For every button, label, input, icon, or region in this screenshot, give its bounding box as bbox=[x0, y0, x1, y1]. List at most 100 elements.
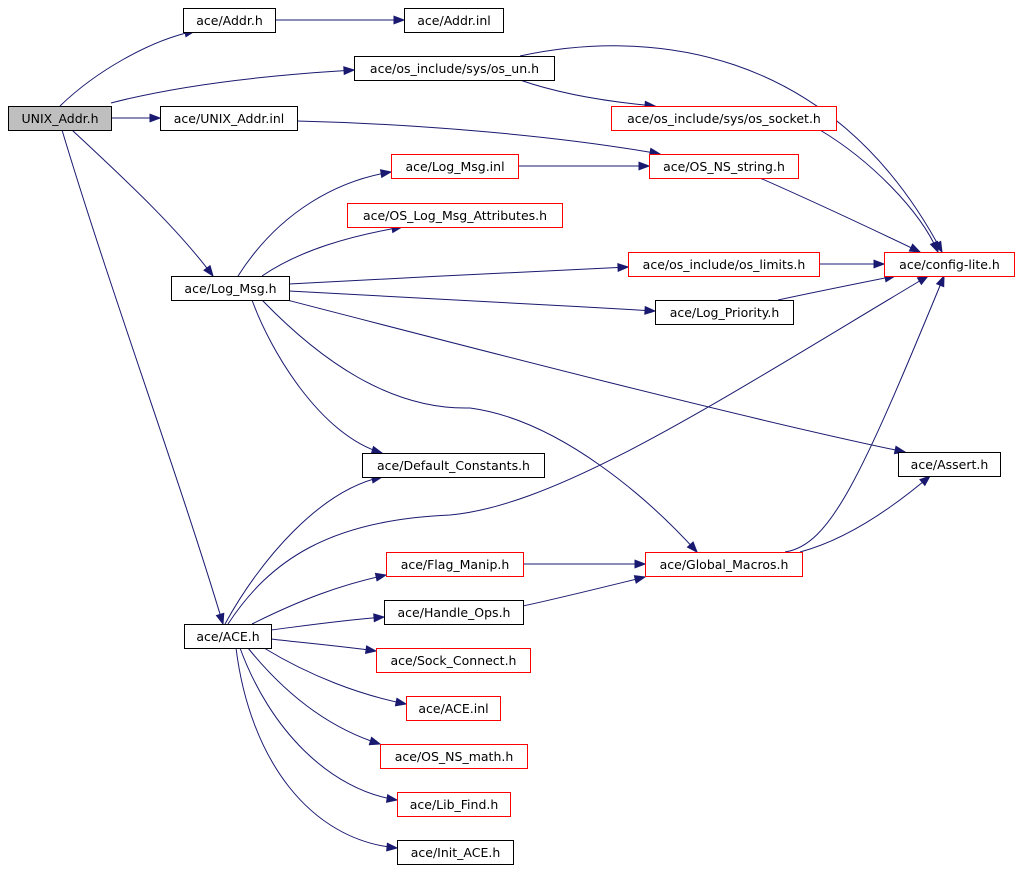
node-log-priority-h[interactable]: ace/Log_Priority.h bbox=[655, 300, 794, 325]
node-box[interactable] bbox=[354, 56, 555, 81]
node-log-msg-h[interactable]: ace/Log_Msg.h bbox=[171, 276, 290, 301]
edge-unix_addr_h-to-ace_h bbox=[61, 129, 225, 626]
arrowhead-icon bbox=[149, 113, 162, 123]
node-box[interactable] bbox=[362, 453, 545, 478]
node-log-msg-inl[interactable]: ace/Log_Msg.inl bbox=[391, 154, 519, 179]
node-ace-h[interactable]: ace/ACE.h bbox=[184, 624, 272, 649]
edge-line bbox=[239, 647, 398, 801]
edge-log_msg_h-to-os_limits_h bbox=[288, 262, 630, 285]
arrowhead-icon bbox=[916, 275, 930, 286]
edges-layer bbox=[59, 15, 945, 852]
node-config-lite-h[interactable]: ace/config-lite.h bbox=[884, 252, 1015, 277]
edge-line bbox=[251, 299, 383, 454]
edge-line bbox=[784, 275, 945, 553]
edge-ace_h-to-init_ace_h bbox=[235, 647, 399, 852]
node-label: UNIX_Addr.h bbox=[21, 111, 98, 126]
node-box[interactable] bbox=[8, 106, 112, 131]
node-unix-addr-inl[interactable]: ace/UNIX_Addr.inl bbox=[160, 106, 298, 131]
node-box[interactable] bbox=[380, 744, 528, 769]
edge-line bbox=[296, 120, 661, 155]
node-box[interactable] bbox=[649, 154, 799, 179]
arrowhead-icon bbox=[364, 645, 378, 655]
node-box[interactable] bbox=[160, 106, 298, 131]
edge-line bbox=[519, 79, 656, 107]
node-label: ace/Addr.inl bbox=[417, 13, 490, 28]
node-label: ace/Assert.h bbox=[911, 457, 989, 472]
node-box[interactable] bbox=[406, 696, 501, 721]
edge-line bbox=[61, 129, 224, 625]
node-box[interactable] bbox=[655, 300, 794, 325]
edge-ace_h-to-default_constants_h bbox=[224, 474, 384, 625]
arrowhead-icon bbox=[370, 445, 384, 455]
arrowhead-icon bbox=[385, 793, 399, 803]
node-unix-addr-h[interactable]: UNIX_Addr.h bbox=[8, 106, 112, 131]
edge-log_msg_h-to-default_constants_h bbox=[251, 299, 384, 455]
node-addr-h[interactable]: ace/Addr.h bbox=[183, 8, 276, 33]
node-box[interactable] bbox=[397, 840, 514, 865]
edge-unix_addr_h-to-log_msg_h bbox=[71, 129, 214, 278]
node-label: ace/os_include/sys/os_socket.h bbox=[627, 111, 821, 126]
edge-line bbox=[270, 638, 377, 652]
node-os-un-h[interactable]: ace/os_include/sys/os_un.h bbox=[354, 56, 555, 81]
node-global-macros-h[interactable]: ace/Global_Macros.h bbox=[645, 552, 803, 577]
edge-unix_addr_inl-to-os_ns_string_h bbox=[296, 120, 662, 157]
node-label: ace/Flag_Manip.h bbox=[401, 557, 510, 572]
node-sock-connect-h[interactable]: ace/Sock_Connect.h bbox=[376, 648, 531, 673]
arrowhead-icon bbox=[386, 842, 399, 852]
node-box[interactable] bbox=[884, 252, 1015, 277]
node-label: ace/OS_NS_string.h bbox=[663, 159, 785, 174]
node-box[interactable] bbox=[386, 552, 524, 577]
edge-line bbox=[261, 226, 403, 277]
node-box[interactable] bbox=[391, 154, 519, 179]
arrowhead-icon bbox=[368, 736, 382, 746]
edge-log_priority_h-to-config_lite_h bbox=[777, 273, 897, 301]
node-label: ace/Log_Priority.h bbox=[670, 305, 780, 320]
edge-unix_addr_h-to-os_un_h bbox=[110, 66, 356, 104]
node-ace-inl[interactable]: ace/ACE.inl bbox=[406, 696, 501, 721]
node-flag-manip-h[interactable]: ace/Flag_Manip.h bbox=[386, 552, 524, 577]
node-label: ace/Global_Macros.h bbox=[660, 557, 789, 572]
node-box[interactable] bbox=[628, 252, 820, 277]
node-init-ace-h[interactable]: ace/Init_ACE.h bbox=[397, 840, 514, 865]
node-label: ace/OS_NS_math.h bbox=[395, 749, 514, 764]
edge-line bbox=[759, 177, 921, 253]
arrowhead-icon bbox=[379, 169, 393, 179]
node-lib-find-h[interactable]: ace/Lib_Find.h bbox=[397, 792, 511, 817]
node-handle-ops-h[interactable]: ace/Handle_Ops.h bbox=[384, 600, 524, 625]
arrowhead-icon bbox=[686, 541, 698, 554]
edge-line bbox=[110, 69, 355, 104]
node-box[interactable] bbox=[171, 276, 290, 301]
node-assert-h[interactable]: ace/Assert.h bbox=[898, 452, 1001, 477]
node-default-constants-h[interactable]: ace/Default_Constants.h bbox=[362, 453, 545, 478]
node-box[interactable] bbox=[611, 106, 837, 131]
edge-unix_addr_h-to-unix_addr_inl bbox=[111, 113, 162, 123]
arrowhead-icon bbox=[633, 575, 647, 584]
node-os-ns-math-h[interactable]: ace/OS_NS_math.h bbox=[380, 744, 528, 769]
node-box[interactable] bbox=[376, 648, 531, 673]
node-box[interactable] bbox=[397, 792, 511, 817]
node-box[interactable] bbox=[898, 452, 1001, 477]
edge-ace_h-to-lib_find_h bbox=[239, 647, 399, 803]
edge-log_msg_inl-to-os_ns_string_h bbox=[518, 161, 651, 171]
node-label: ace/Sock_Connect.h bbox=[391, 653, 517, 668]
node-os-ns-string-h[interactable]: ace/OS_NS_string.h bbox=[649, 154, 799, 179]
node-box[interactable] bbox=[184, 624, 272, 649]
node-label: ace/os_include/sys/os_un.h bbox=[370, 61, 539, 76]
arrowhead-icon bbox=[617, 262, 630, 273]
arrowhead-icon bbox=[634, 559, 647, 569]
node-box[interactable] bbox=[347, 203, 563, 228]
edge-line bbox=[288, 290, 656, 312]
edge-line bbox=[227, 275, 929, 625]
node-os-socket-h[interactable]: ace/os_include/sys/os_socket.h bbox=[611, 106, 837, 131]
edge-flag_manip_h-to-global_macros_h bbox=[522, 559, 647, 569]
node-os-log-msg-attr-h[interactable]: ace/OS_Log_Msg_Attributes.h bbox=[347, 203, 563, 228]
node-box[interactable] bbox=[183, 8, 276, 33]
node-box[interactable] bbox=[384, 600, 524, 625]
edge-line bbox=[777, 275, 896, 301]
node-box[interactable] bbox=[645, 552, 803, 577]
nodes-layer: UNIX_Addr.h ace/Addr.h ace/Addr.inl ace/os_… bbox=[8, 8, 1015, 865]
edge-line bbox=[799, 475, 931, 553]
node-box[interactable] bbox=[404, 8, 504, 33]
node-addr-inl[interactable]: ace/Addr.inl bbox=[404, 8, 504, 33]
node-os-limits-h[interactable]: ace/os_include/os_limits.h bbox=[628, 252, 820, 277]
